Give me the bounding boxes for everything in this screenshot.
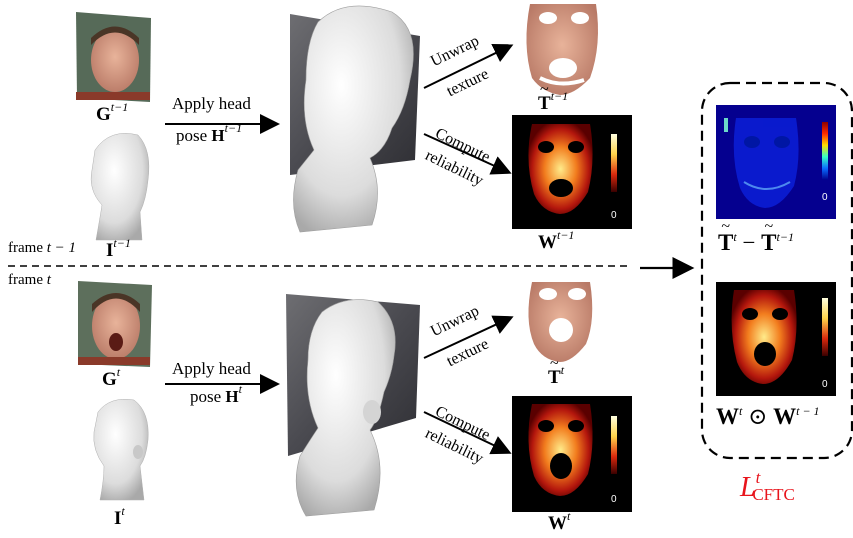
mesh-cur-frame [94, 399, 149, 500]
texture-cur [528, 282, 592, 362]
mesh-prev-frame [91, 133, 149, 240]
photo-cur-frame [78, 281, 152, 367]
apply-head-prev-line1: Apply head [172, 94, 251, 114]
label-t-prev: Tt−1 [538, 93, 568, 115]
loss-label: LtCFTC [740, 472, 795, 504]
projected-head-cur [286, 294, 420, 516]
weight-product-label: Wt ⊙ Wt − 1 [716, 404, 820, 430]
frame-prev-label: frame t − 1 [8, 240, 76, 257]
label-w-cur: Wt [548, 513, 570, 535]
weight-colorbar [822, 298, 828, 356]
label-i-cur: It [114, 508, 125, 530]
apply-head-cur-line2: pose Ht [190, 387, 242, 407]
error-colorbar [822, 122, 828, 180]
error-colorbar-zero: 0 [822, 192, 828, 203]
colorbar-cur [611, 416, 617, 474]
colorbar-prev-zero: 0 [611, 210, 617, 221]
apply-head-cur-line1: Apply head [172, 359, 251, 379]
label-g-cur: Gt [102, 369, 120, 391]
label-g-prev: Gt−1 [96, 104, 128, 126]
apply-head-prev-line2: pose Ht−1 [176, 126, 242, 146]
label-w-prev: Wt−1 [538, 232, 574, 254]
texture-prev [526, 4, 598, 95]
texture-difference-label: Tt − Tt−1 [718, 230, 794, 256]
label-t-cur: Tt [548, 367, 564, 389]
photo-prev-frame [76, 12, 151, 102]
label-i-prev: It−1 [106, 240, 131, 262]
frame-cur-label: frame t [8, 272, 51, 289]
colorbar-prev [611, 134, 617, 192]
colorbar-cur-zero: 0 [611, 494, 617, 505]
projected-head-prev [290, 6, 420, 232]
weight-colorbar-zero: 0 [822, 379, 828, 390]
